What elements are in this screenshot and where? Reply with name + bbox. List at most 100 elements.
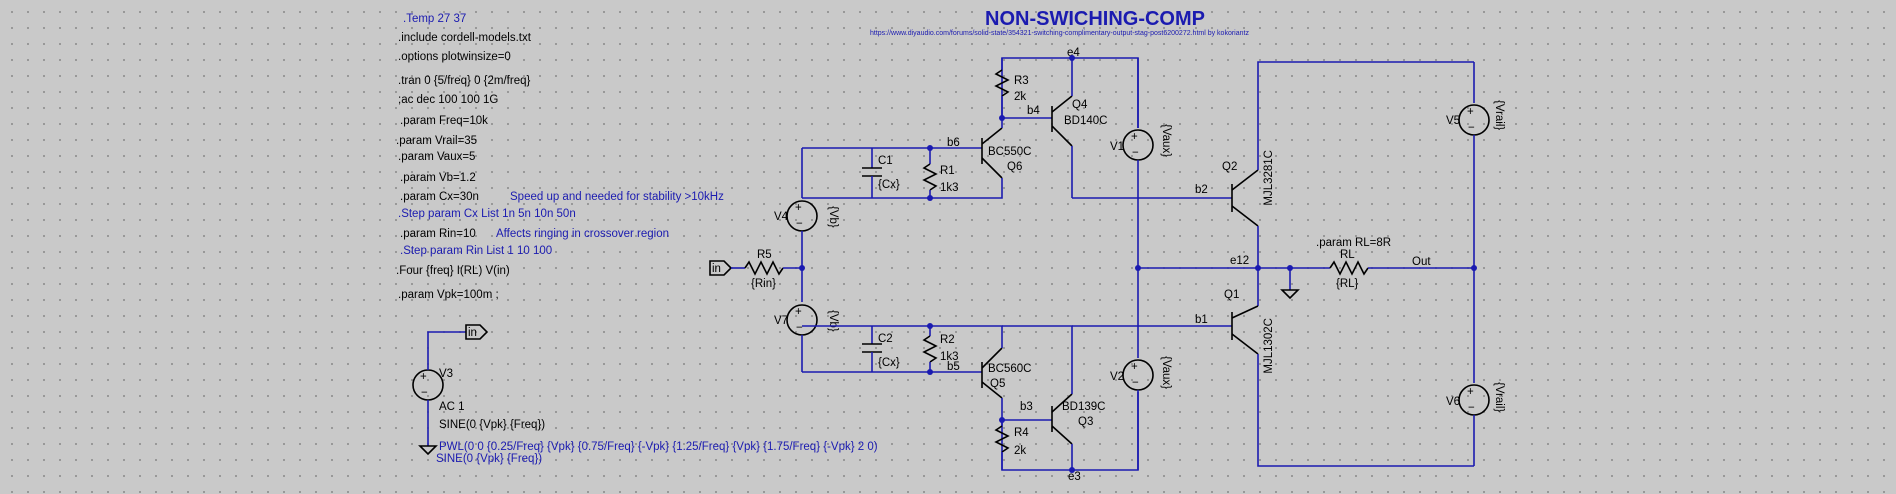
svg-text:−: −: [1468, 402, 1475, 414]
net-out: Out: [1412, 256, 1431, 268]
directive-step-rin[interactable]: .Step param Rin List 1 10 100: [400, 245, 552, 257]
r3-val: 2k: [1014, 91, 1026, 103]
c2-val: {Cx}: [878, 357, 900, 369]
r3-ref: R3: [1014, 75, 1029, 87]
q4-ref: Q4: [1072, 99, 1088, 111]
r1-val: 1k3: [940, 182, 959, 194]
output-node[interactable]: e12 .param RL=8R RL {RL} Out: [1138, 237, 1477, 300]
net-b4: b4: [1027, 105, 1040, 117]
rl-val: {RL}: [1336, 278, 1359, 290]
svg-text:−: −: [1132, 377, 1139, 389]
directive-freq[interactable]: .param Freq=10k: [400, 115, 488, 127]
net-e12: e12: [1230, 255, 1249, 267]
q1-transistor[interactable]: Q1 MJL1302C: [1224, 289, 1474, 467]
directive-vrail[interactable]: .param Vrail=35: [396, 135, 477, 147]
q3-ref: Q3: [1078, 416, 1093, 428]
ground-icon: [418, 445, 438, 456]
in-port-label-2: in: [712, 263, 721, 275]
directive-vb[interactable]: .param Vb=1.2: [400, 172, 476, 184]
q6-ref: Q6: [1007, 161, 1022, 173]
q3-model: BD139C: [1062, 401, 1105, 413]
r2-val: 1k3: [940, 351, 959, 363]
net-b3: b3: [1020, 401, 1033, 413]
v2-ref: V2: [1110, 371, 1124, 383]
in-port-icon: [465, 324, 489, 340]
q1-ref: Q1: [1224, 289, 1239, 301]
svg-text:−: −: [1468, 122, 1475, 134]
v2-val: {Vaux}: [1160, 356, 1172, 389]
c1-val: {Cx}: [878, 179, 900, 191]
v5-val: {Vrail}: [1493, 100, 1505, 130]
rl-param: .param RL=8R: [1316, 237, 1391, 249]
r4-ref: R4: [1014, 427, 1029, 439]
q2-ref: Q2: [1222, 161, 1237, 173]
v3-ac: AC 1: [439, 401, 465, 413]
c1-ref: C1: [878, 155, 893, 167]
v3-source[interactable]: + − in V3 AC 1 SINE(0 {Vpk} {Freq}) PWL(…: [412, 324, 878, 465]
v4-val: {Vb}: [827, 206, 839, 228]
r5-input[interactable]: in R5 {Rin}: [709, 249, 805, 290]
svg-text:−: −: [796, 218, 803, 230]
v1-val: {Vaux}: [1160, 124, 1172, 157]
net-b2: b2: [1195, 184, 1208, 196]
q6-model: BC550C: [988, 146, 1031, 158]
q4-stage[interactable]: R3 2k b4 Q4 BD140C e4: [994, 47, 1139, 198]
net-b5: b5: [947, 361, 960, 373]
svg-text:+: +: [1131, 131, 1138, 143]
net-e3: e3: [1068, 471, 1081, 483]
svg-text:−: −: [796, 322, 803, 334]
in-port-icon-2: [709, 260, 733, 276]
net-b1: b1: [1195, 314, 1208, 326]
q5-ref: Q5: [990, 378, 1005, 390]
aux-supplies[interactable]: +− +− V1 {Vaux} V2 {Vaux}: [1110, 58, 1172, 470]
directive-four[interactable]: .Four {freq} I(RL) V(in): [396, 265, 510, 277]
net-b6: b6: [947, 137, 960, 149]
directive-include[interactable]: .include cordell-models.txt: [398, 32, 532, 44]
directive-rin[interactable]: .param Rin=10: [400, 228, 476, 240]
v3-sine2: SINE(0 {Vpk} {Freq}): [436, 453, 542, 465]
svg-text:−: −: [421, 387, 428, 399]
svg-text:+: +: [795, 306, 802, 318]
v6-val: {Vrail}: [1493, 382, 1505, 412]
svg-text:+: +: [1131, 361, 1138, 373]
q5-transistor[interactable]: b5 BC560C Q5: [930, 325, 1031, 420]
q3-stage[interactable]: R4 2k b3 BD139C Q3 e3: [994, 325, 1139, 483]
comment-rin[interactable]: Affects ringing in crossover region: [496, 228, 669, 240]
in-port-label: in: [468, 327, 477, 339]
v4-ref: V4: [774, 211, 789, 223]
rl-ref: RL: [1340, 249, 1355, 261]
directive-cx[interactable]: .param Cx=30n: [400, 191, 479, 203]
q2-model: MJL3281C: [1263, 150, 1275, 206]
directive-tran[interactable]: .tran 0 {5/freq} 0 {2m/freq}: [398, 75, 530, 87]
comment-cx[interactable]: Speed up and needed for stability >10kHz: [510, 191, 724, 203]
bias-network[interactable]: +− +− V4 {Vb} V7 {Vb} C1 {Cx} R1 1k3 C2 …: [774, 145, 959, 375]
schematic-title: NON-SWICHING-COMP: [985, 8, 1205, 30]
v6-ref: V6: [1446, 396, 1460, 408]
rail-supplies[interactable]: +− +− V5 {Vrail} V6 {Vrail}: [1446, 62, 1505, 466]
directive-vpk[interactable]: .param Vpk=100m ;: [398, 289, 499, 301]
r4-val: 2k: [1014, 445, 1026, 457]
v1-ref: V1: [1110, 141, 1124, 153]
r5-val: {Rin}: [751, 278, 776, 290]
v3-ref: V3: [439, 368, 453, 380]
r1-ref: R1: [940, 165, 955, 177]
c2-ref: C2: [878, 333, 893, 345]
q2-transistor[interactable]: Q2 MJL3281C: [1222, 61, 1474, 306]
directive-step-cx[interactable]: .Step param Cx List 1n 5n 10n 50n: [398, 208, 576, 220]
directive-vaux[interactable]: .param Vaux=5: [398, 151, 475, 163]
q4-model: BD140C: [1064, 115, 1107, 127]
directive-ac[interactable]: ;ac dec 100 100 1G: [398, 94, 498, 106]
directives: .Temp 27 37 .include cordell-models.txt …: [396, 13, 724, 301]
v7-ref: V7: [774, 315, 788, 327]
v5-ref: V5: [1446, 115, 1460, 127]
directive-temp[interactable]: .Temp 27 37: [403, 13, 466, 25]
r5-ref: R5: [757, 249, 772, 261]
q1-model: MJL1302C: [1263, 318, 1275, 374]
source-url: https://www.diyaudio.com/forums/solid-st…: [870, 30, 1249, 37]
r2-ref: R2: [940, 334, 955, 346]
v3-sine: SINE(0 {Vpk} {Freq}): [439, 419, 545, 431]
q5-model: BC560C: [988, 363, 1031, 375]
ground-icon-2: [1280, 289, 1300, 300]
directive-options[interactable]: .options plotwinsize=0: [398, 51, 511, 63]
